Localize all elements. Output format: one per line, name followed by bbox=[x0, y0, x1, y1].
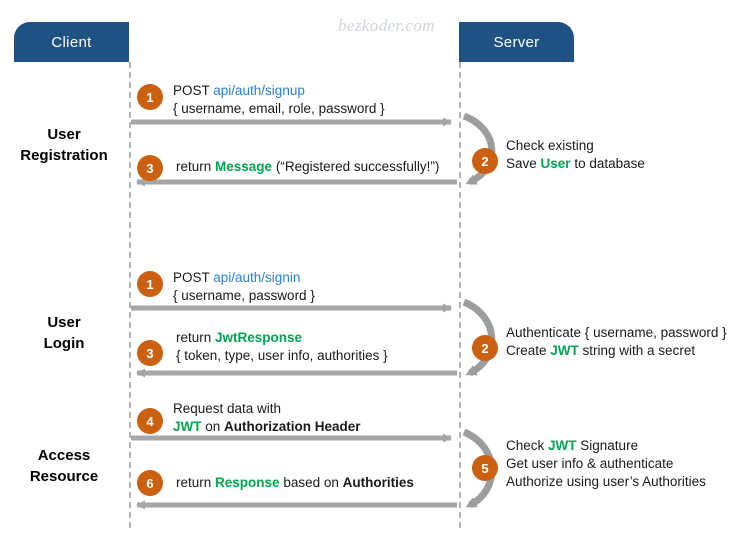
section-label-user-registration: User Registration bbox=[0, 124, 128, 166]
check-existing-label: Check existing bbox=[506, 138, 594, 153]
signin-endpoint-link[interactable]: api/auth/signin bbox=[213, 270, 301, 285]
message-resource-response: return Response based on Authorities bbox=[176, 474, 414, 492]
request-data-label: Request data with bbox=[173, 401, 282, 416]
authorities-label: Authorities bbox=[342, 475, 414, 490]
signup-method-label: POST bbox=[173, 83, 214, 98]
message-resource-server-actions: Check JWT Signature Get user info & auth… bbox=[506, 437, 706, 491]
jwtresponse-type-label: JwtResponse bbox=[215, 330, 303, 345]
response-type-label: Response bbox=[215, 475, 280, 490]
message-registration-server-actions: Check existing Save User to database bbox=[506, 137, 645, 173]
actor-server-box: Server bbox=[459, 22, 574, 62]
step-badge-2-login: 2 bbox=[472, 335, 498, 361]
lifeline-server bbox=[459, 62, 461, 528]
message-resource-request: Request data with JWT on Authorization H… bbox=[173, 400, 361, 436]
signup-payload-label: { username, email, role, password } bbox=[173, 101, 385, 116]
lifeline-client bbox=[129, 62, 131, 528]
jwt-label: JWT bbox=[550, 343, 579, 358]
jwt-signature-label: JWT bbox=[548, 438, 577, 453]
actor-client-box: Client bbox=[14, 22, 129, 62]
step-badge-2-registration: 2 bbox=[472, 148, 498, 174]
message-signin-request: POST api/auth/signin { username, passwor… bbox=[173, 269, 315, 305]
signin-response-prefix: return bbox=[176, 330, 216, 345]
message-signup-request: POST api/auth/signup { username, email, … bbox=[173, 82, 385, 118]
save-user-suffix: to database bbox=[570, 156, 645, 171]
step-badge-4-resource-request: 4 bbox=[137, 408, 163, 434]
based-on-label: based on bbox=[279, 475, 343, 490]
message-signin-response: return JwtResponse { token, type, user i… bbox=[176, 329, 388, 365]
save-user-prefix: Save bbox=[506, 156, 541, 171]
message-signup-response: return Message (“Registered successfully… bbox=[176, 158, 439, 176]
step-badge-6-resource-response: 6 bbox=[137, 470, 163, 496]
create-jwt-prefix: Create bbox=[506, 343, 551, 358]
user-entity-label: User bbox=[540, 156, 571, 171]
jwt-header-label: JWT bbox=[173, 419, 202, 434]
signup-endpoint-link[interactable]: api/auth/signup bbox=[213, 83, 305, 98]
section-label-user-login: User Login bbox=[0, 312, 128, 354]
check-jwt-prefix: Check bbox=[506, 438, 549, 453]
authenticate-label: Authenticate { username, password } bbox=[506, 325, 727, 340]
watermark-label: bezkoder.com bbox=[338, 16, 435, 35]
section-label-line2: Resource bbox=[29, 468, 99, 485]
on-label: on bbox=[201, 419, 225, 434]
actor-server-label: Server bbox=[493, 33, 540, 51]
signin-payload-label: { username, password } bbox=[173, 288, 315, 303]
signup-response-prefix: return bbox=[176, 159, 216, 174]
signin-response-payload-label: { token, type, user info, authorities } bbox=[176, 348, 388, 363]
section-label-line1: User bbox=[47, 126, 81, 143]
step-badge-5-resource: 5 bbox=[472, 455, 498, 481]
signup-response-suffix: (“Registered successfully!”) bbox=[272, 159, 440, 174]
actor-client-label: Client bbox=[51, 33, 92, 51]
create-jwt-suffix: string with a secret bbox=[578, 343, 696, 358]
signin-method-label: POST bbox=[173, 270, 214, 285]
get-user-info-label: Get user info & authenticate bbox=[506, 456, 674, 471]
step-badge-1-signin: 1 bbox=[137, 271, 163, 297]
authorize-label: Authorize using user’s Authorities bbox=[506, 474, 706, 489]
section-label-line1: Access bbox=[37, 447, 91, 464]
message-type-label: Message bbox=[215, 159, 273, 174]
check-jwt-suffix: Signature bbox=[576, 438, 639, 453]
section-label-line2: Registration bbox=[20, 147, 108, 164]
message-login-server-actions: Authenticate { username, password } Crea… bbox=[506, 324, 727, 360]
authorization-header-label: Authorization Header bbox=[224, 419, 361, 434]
step-badge-3-signup-response: 3 bbox=[137, 155, 163, 181]
section-label-line2: Login bbox=[43, 335, 85, 352]
section-label-line1: User bbox=[47, 314, 81, 331]
section-label-access-resource: Access Resource bbox=[0, 445, 128, 487]
resource-response-prefix: return bbox=[176, 475, 216, 490]
step-badge-3-signin-response: 3 bbox=[137, 340, 163, 366]
step-badge-1-signup: 1 bbox=[137, 84, 163, 110]
